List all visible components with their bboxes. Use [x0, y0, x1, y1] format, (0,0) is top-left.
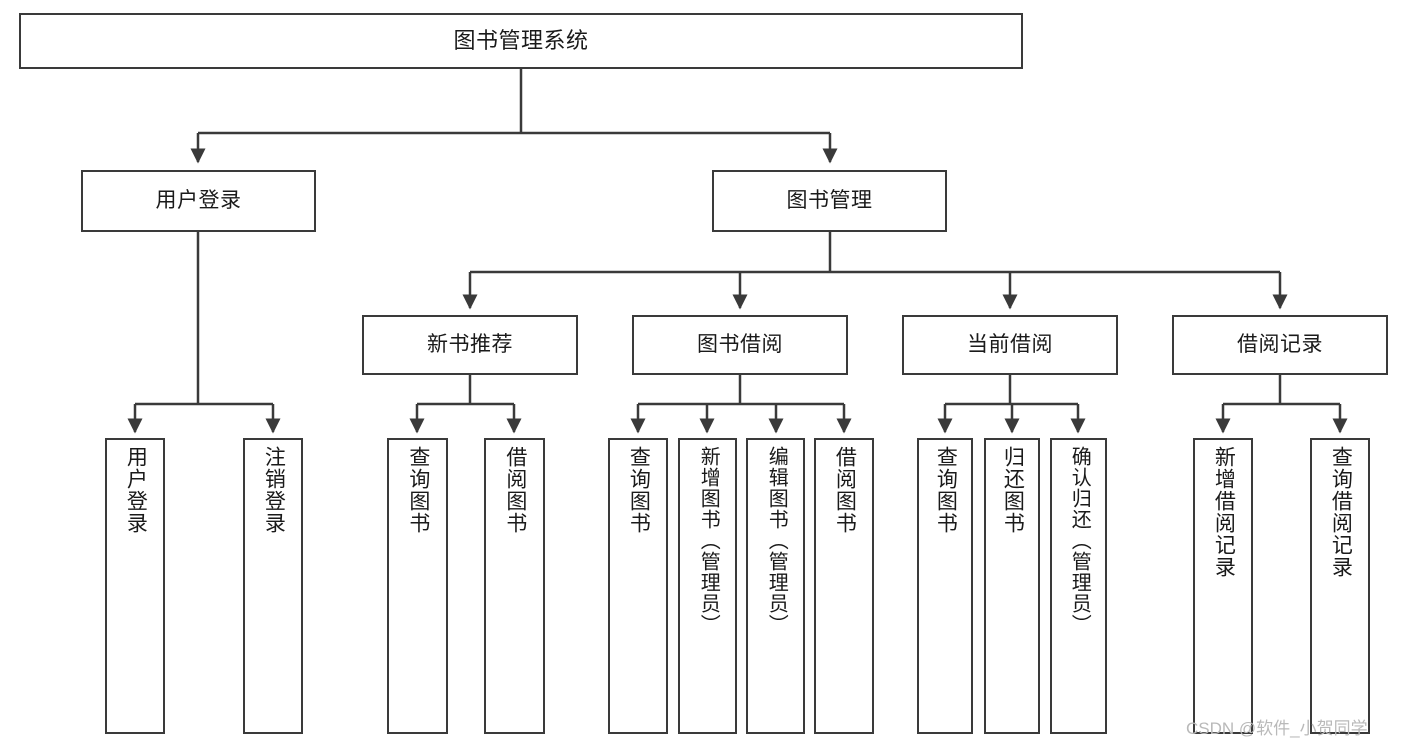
node-leaf-query-book-recommend[interactable]: 查询图书 — [387, 438, 448, 734]
node-label: 借阅记录 — [1237, 333, 1323, 357]
node-label: 图书管理系统 — [453, 27, 589, 53]
node-leaf-borrow-book[interactable]: 借阅图书 — [814, 438, 874, 734]
node-leaf-return-book[interactable]: 归还图书 — [984, 438, 1040, 734]
node-leaf-query-borrow-record[interactable]: 查询借阅记录 — [1310, 438, 1370, 734]
node-leaf-confirm-return-admin[interactable]: 确认归还（管理员） — [1050, 438, 1107, 734]
node-book-management[interactable]: 图书管理 — [712, 170, 947, 232]
node-label: 图书借阅 — [697, 333, 783, 357]
node-label: 注销登录 — [262, 446, 286, 534]
node-label: 新增借阅记录 — [1212, 446, 1236, 578]
node-label: 用户登录 — [155, 189, 242, 213]
node-new-book-recommend[interactable]: 新书推荐 — [362, 315, 578, 375]
node-label: 当前借阅 — [967, 333, 1053, 357]
node-leaf-query-book-borrow[interactable]: 查询图书 — [608, 438, 668, 734]
node-current-borrow[interactable]: 当前借阅 — [902, 315, 1118, 375]
node-label: 编辑图书（管理员） — [765, 446, 788, 635]
node-leaf-borrow-book-recommend[interactable]: 借阅图书 — [484, 438, 545, 734]
node-label: 借阅图书 — [503, 446, 527, 534]
node-borrow-record[interactable]: 借阅记录 — [1172, 315, 1388, 375]
node-label: 归还图书 — [1001, 446, 1025, 534]
node-label: 查询图书 — [934, 446, 958, 534]
node-user-login[interactable]: 用户登录 — [81, 170, 316, 232]
node-root-book-management-system[interactable]: 图书管理系统 — [19, 13, 1023, 69]
node-label: 确认归还（管理员） — [1068, 446, 1091, 635]
node-leaf-user-login[interactable]: 用户登录 — [105, 438, 165, 734]
node-label: 查询图书 — [406, 446, 430, 534]
node-leaf-add-book-admin[interactable]: 新增图书（管理员） — [678, 438, 737, 734]
node-label: 借阅图书 — [833, 446, 857, 534]
node-leaf-add-borrow-record[interactable]: 新增借阅记录 — [1193, 438, 1253, 734]
node-label: 查询图书 — [627, 446, 651, 534]
node-leaf-logout[interactable]: 注销登录 — [243, 438, 303, 734]
node-leaf-edit-book-admin[interactable]: 编辑图书（管理员） — [746, 438, 805, 734]
csdn-watermark: CSDN @软件_小贺同学 — [1186, 719, 1368, 738]
node-label: 新书推荐 — [427, 333, 513, 357]
node-label: 图书管理 — [786, 189, 873, 213]
node-leaf-query-book-current[interactable]: 查询图书 — [917, 438, 973, 734]
node-label: 新增图书（管理员） — [697, 446, 720, 635]
node-book-borrow[interactable]: 图书借阅 — [632, 315, 848, 375]
node-label: 查询借阅记录 — [1329, 446, 1353, 578]
node-label: 用户登录 — [124, 446, 148, 534]
